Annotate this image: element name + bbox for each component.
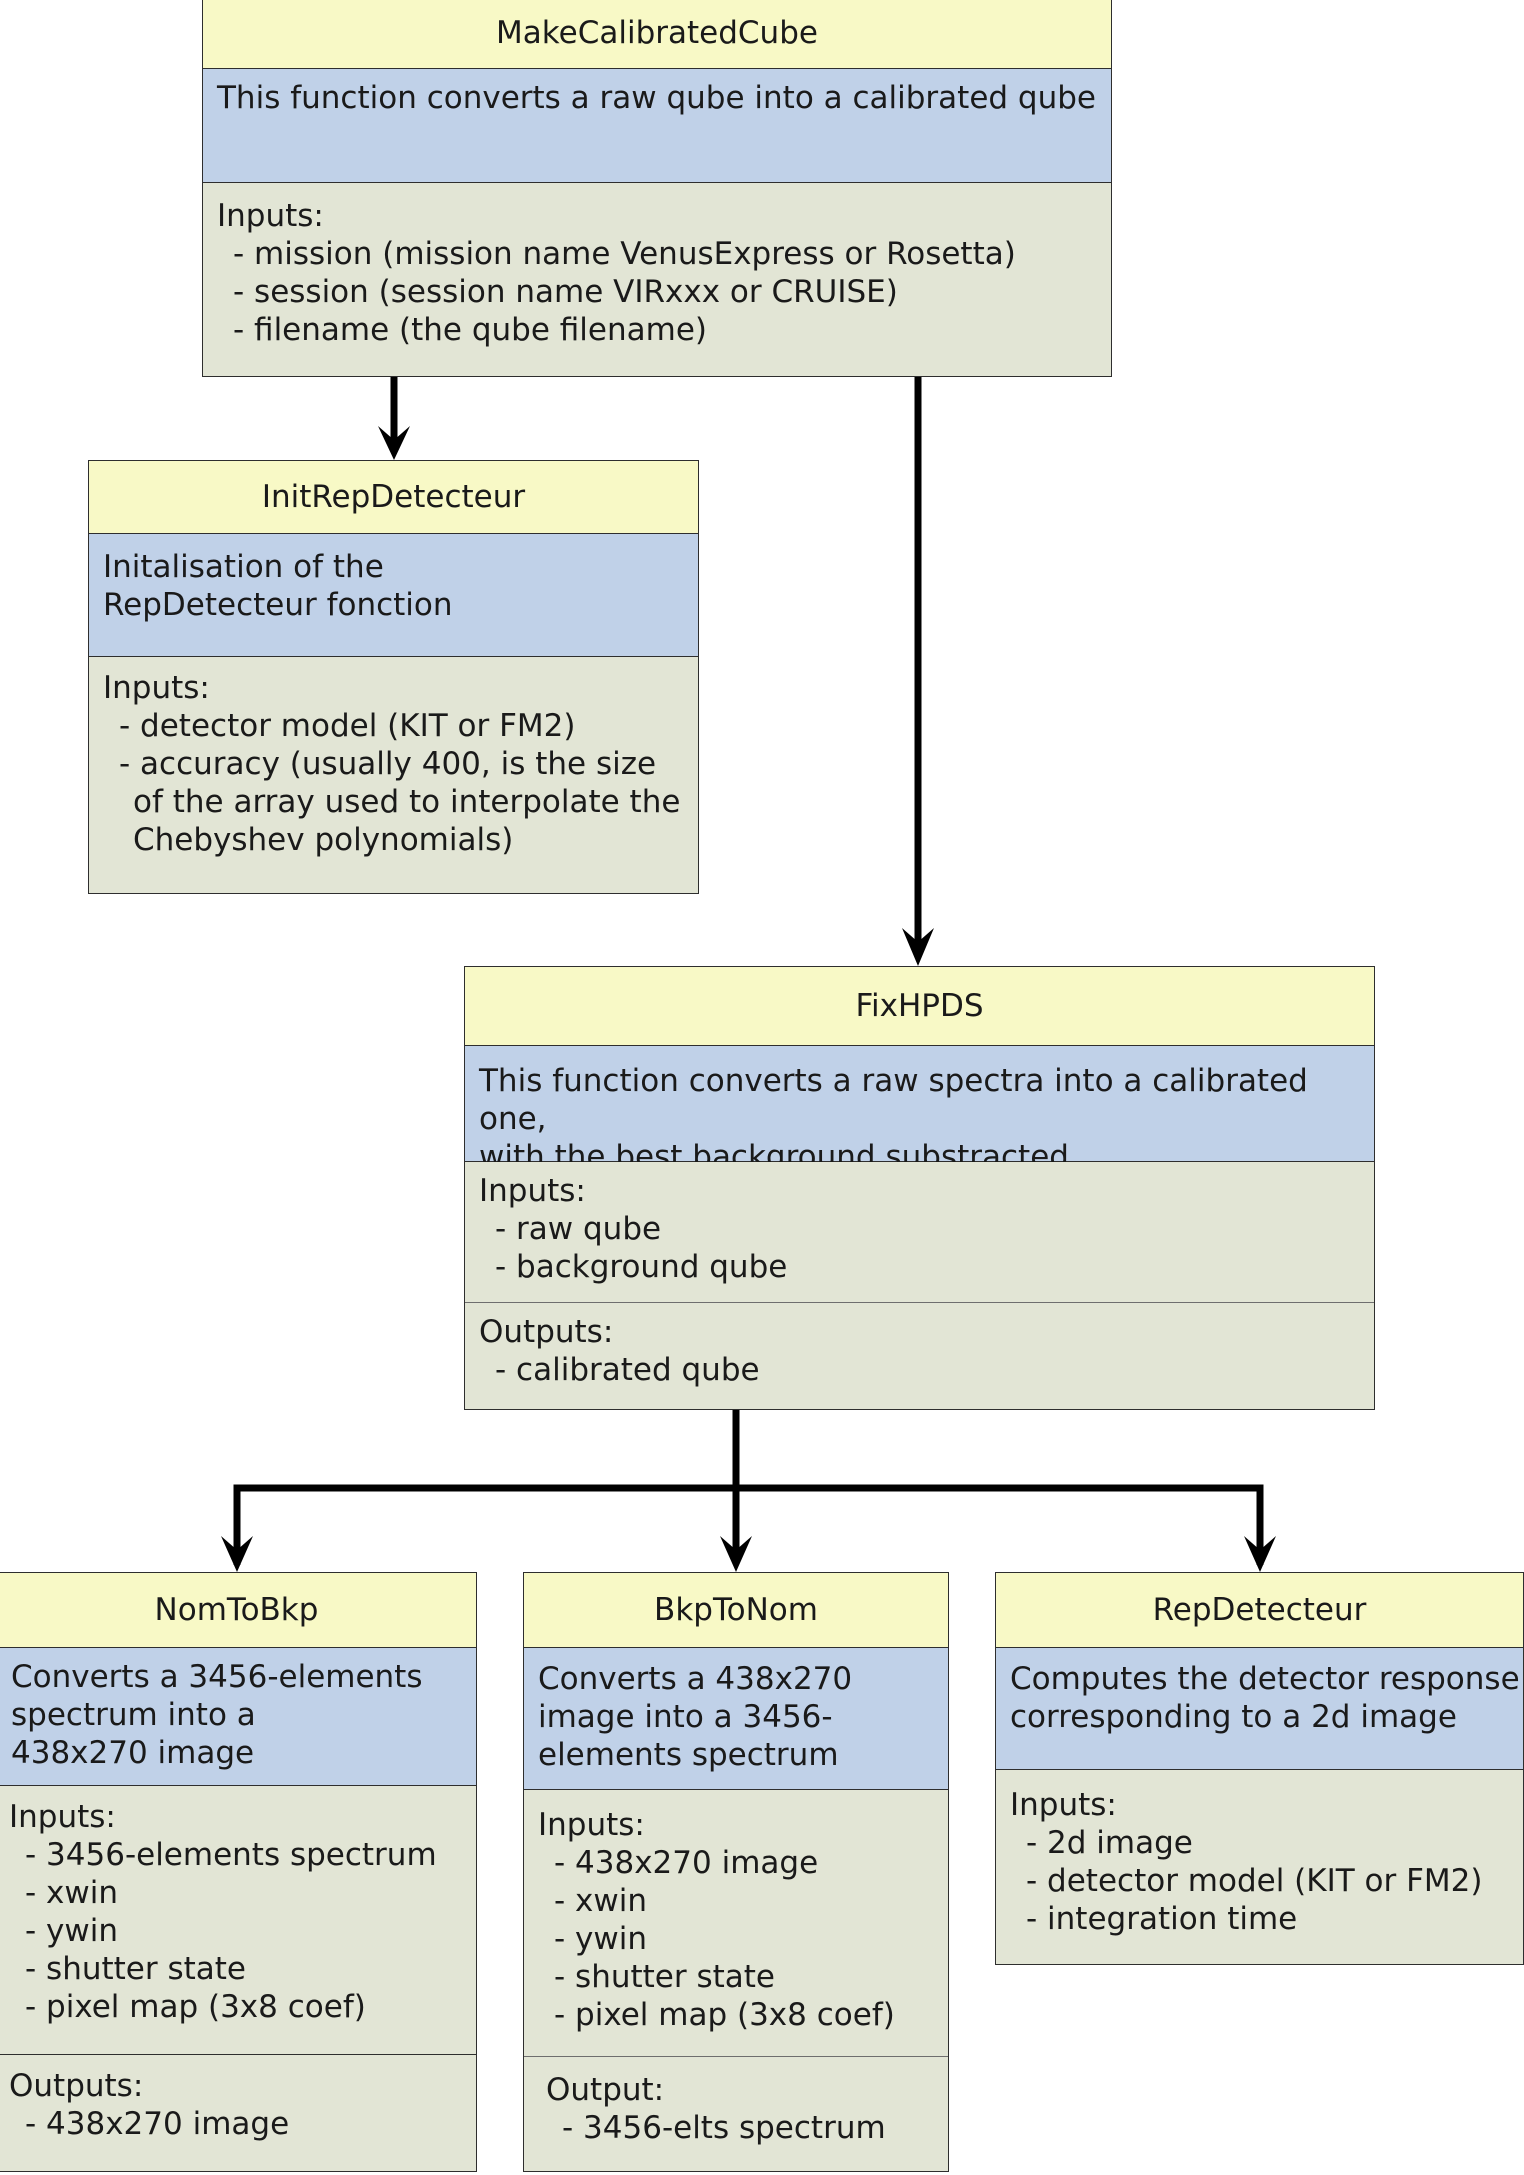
- arrowhead-repdetecteur: [1244, 1536, 1276, 1572]
- box-title: InitRepDetecteur: [89, 461, 698, 534]
- box-description: This function converts a raw qube into a…: [203, 69, 1111, 183]
- outputs-label: Outputs:: [479, 1314, 614, 1350]
- box-inputs-section: Inputs: 3456-elements spectrum xwin ywin…: [0, 1786, 476, 2055]
- inputs-label: Inputs:: [217, 198, 324, 234]
- input-item: shutter state: [9, 1950, 462, 1988]
- input-item: session (session name VIRxxx or CRUISE): [217, 273, 1097, 311]
- inputs-label: Inputs:: [9, 1799, 116, 1835]
- box-makecalibratedcube: MakeCalibratedCube This function convert…: [202, 0, 1112, 377]
- input-item: raw qube: [479, 1210, 1360, 1248]
- box-fixhpds: FixHPDS This function converts a raw spe…: [464, 966, 1375, 1410]
- input-item: background qube: [479, 1248, 1360, 1286]
- arrowhead-fixhpds: [902, 928, 934, 966]
- box-inputs-section: Inputs: raw qube background qube: [465, 1162, 1374, 1302]
- box-inputs-section: Inputs: mission (mission name VenusExpre…: [203, 183, 1111, 376]
- box-title: FixHPDS: [465, 967, 1374, 1046]
- input-item: ywin: [9, 1912, 462, 1950]
- box-initrepdetecteur: InitRepDetecteur Initalisation of the Re…: [88, 460, 699, 894]
- outputs-label: Outputs:: [9, 2068, 144, 2104]
- box-title: BkpToNom: [524, 1573, 948, 1648]
- arrowhead-initrepdetecteur: [378, 426, 410, 460]
- input-item: accuracy (usually 400, is the size of th…: [103, 745, 694, 859]
- box-outputs-section: Outputs: calibrated qube: [465, 1302, 1374, 1409]
- box-title: RepDetecteur: [996, 1573, 1523, 1648]
- arrowhead-nomtobkp: [221, 1536, 253, 1572]
- input-item: 438x270 image: [538, 1844, 934, 1882]
- output-item: calibrated qube: [479, 1351, 1360, 1389]
- input-item: pixel map (3x8 coef): [538, 1996, 934, 2034]
- box-description: This function converts a raw spectra int…: [465, 1046, 1374, 1175]
- inputs-label: Inputs:: [1010, 1787, 1117, 1823]
- input-item: xwin: [9, 1874, 462, 1912]
- box-title: MakeCalibratedCube: [203, 0, 1111, 69]
- input-item: detector model (KIT or FM2): [1010, 1862, 1509, 1900]
- box-description: Computes the detector response correspon…: [996, 1648, 1523, 1770]
- box-inputs-section: Inputs: 2d image detector model (KIT or …: [996, 1770, 1523, 1964]
- input-item: filename (the qube filename): [217, 311, 1097, 349]
- box-outputs-section: Outputs: 438x270 image: [0, 2055, 476, 2171]
- box-description: Converts a 438x270 image into a 3456- el…: [524, 1648, 948, 1790]
- output-item: 438x270 image: [9, 2105, 462, 2143]
- input-item: xwin: [538, 1882, 934, 1920]
- box-inputs-section: Inputs: 438x270 image xwin ywin shutter …: [524, 1790, 948, 2056]
- box-outputs-section: Output: 3456-elts spectrum: [524, 2056, 948, 2171]
- input-item: mission (mission name VenusExpress or Ro…: [217, 235, 1097, 273]
- input-item: 3456-elements spectrum: [9, 1836, 462, 1874]
- input-item: integration time: [1010, 1900, 1509, 1938]
- branch-horizontal: [233, 1484, 1264, 1565]
- outputs-label: Output:: [546, 2072, 665, 2108]
- box-nomtobkp: NomToBkp Converts a 3456-elements spectr…: [0, 1572, 477, 2172]
- inputs-label: Inputs:: [103, 670, 210, 706]
- input-item: pixel map (3x8 coef): [9, 1988, 462, 2026]
- box-inputs-section: Inputs: detector model (KIT or FM2) accu…: [89, 657, 698, 893]
- output-item: 3456-elts spectrum: [546, 2109, 934, 2147]
- box-description: Converts a 3456-elements spectrum into a…: [0, 1648, 476, 1786]
- input-item: ywin: [538, 1920, 934, 1958]
- input-item: 2d image: [1010, 1824, 1509, 1862]
- arrowhead-bkptonom: [720, 1536, 752, 1572]
- box-repdetecteur: RepDetecteur Computes the detector respo…: [995, 1572, 1524, 1965]
- inputs-label: Inputs:: [479, 1173, 586, 1209]
- input-item: detector model (KIT or FM2): [103, 707, 694, 745]
- box-title: NomToBkp: [0, 1573, 476, 1648]
- box-description: Initalisation of the RepDetecteur foncti…: [89, 534, 698, 657]
- box-bkptonom: BkpToNom Converts a 438x270 image into a…: [523, 1572, 949, 2172]
- input-item: shutter state: [538, 1958, 934, 1996]
- inputs-label: Inputs:: [538, 1807, 645, 1843]
